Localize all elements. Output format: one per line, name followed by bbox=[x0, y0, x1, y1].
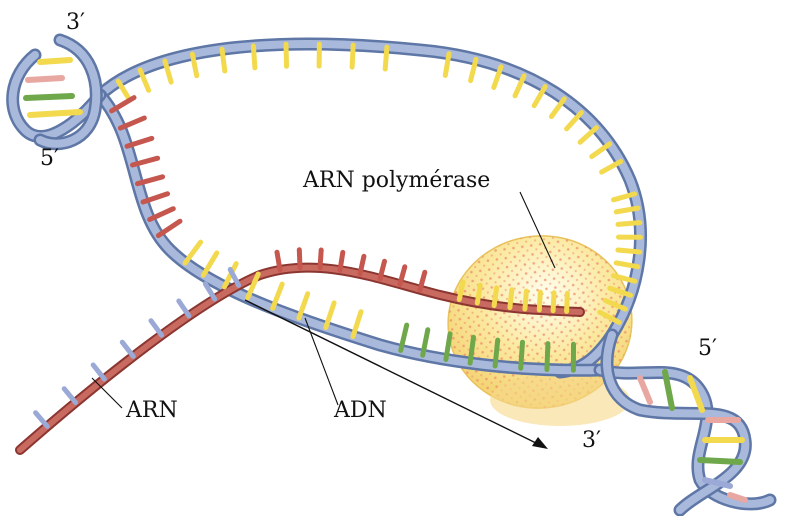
base-tick bbox=[277, 252, 280, 270]
base-tick bbox=[253, 46, 255, 68]
base-tick bbox=[385, 47, 387, 69]
base-tick bbox=[320, 250, 321, 268]
base-tick bbox=[93, 365, 104, 379]
base-tick bbox=[553, 293, 554, 311]
base-tick bbox=[64, 389, 75, 403]
dna-left-helix bbox=[13, 40, 100, 144]
base-tick bbox=[539, 292, 540, 310]
base-tick bbox=[567, 113, 582, 129]
base-tick bbox=[525, 291, 527, 309]
base-tick bbox=[185, 242, 201, 263]
label-top-left-3-prime: 3′ bbox=[66, 12, 85, 34]
label-rna-polymerase: ARN polymérase bbox=[303, 170, 490, 192]
base-tick bbox=[340, 252, 343, 270]
dna-right-helix bbox=[600, 335, 770, 510]
base-tick bbox=[618, 250, 640, 252]
base-tick bbox=[580, 128, 596, 143]
base-tick bbox=[299, 250, 300, 268]
base-tick bbox=[495, 340, 498, 366]
base-tick bbox=[286, 44, 287, 66]
base-tick bbox=[36, 413, 48, 427]
label-arn: ARN bbox=[126, 400, 178, 422]
base-tick bbox=[222, 49, 225, 71]
label-right-5-prime: 5′ bbox=[698, 338, 717, 360]
base-tick bbox=[567, 293, 568, 311]
base-tick bbox=[547, 344, 548, 370]
base-tick bbox=[510, 290, 512, 308]
label-adn: ADN bbox=[334, 400, 387, 422]
base-tick bbox=[521, 342, 523, 368]
base-tick bbox=[470, 337, 473, 363]
label-top-left-5-prime: 5′ bbox=[40, 148, 59, 170]
base-tick bbox=[494, 288, 497, 306]
base-tick bbox=[477, 285, 480, 303]
base-tick bbox=[618, 223, 640, 225]
label-right-3-prime: 3′ bbox=[582, 430, 601, 452]
base-tick bbox=[352, 45, 353, 67]
base-tick bbox=[158, 221, 180, 235]
base-tick bbox=[122, 342, 133, 356]
